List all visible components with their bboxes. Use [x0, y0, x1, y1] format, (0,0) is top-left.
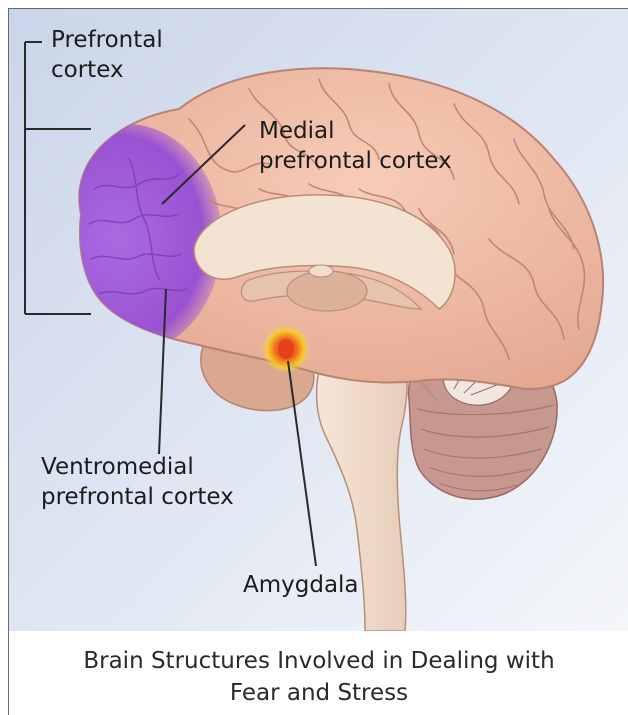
amygdala-label: Amygdala — [243, 570, 359, 600]
prefrontal-cortex-label: Prefrontal cortex — [51, 25, 163, 85]
medial-prefrontal-cortex-label: Medial prefrontal cortex — [259, 116, 452, 176]
amygdala-marker — [262, 325, 310, 373]
prefrontal-cortex-label-line1: Prefrontal — [51, 25, 163, 55]
brain-illustration — [9, 9, 628, 631]
caption-area: Brain Structures Involved in Dealing wit… — [8, 630, 628, 715]
caption-line1: Brain Structures Involved in Dealing wit… — [9, 646, 628, 676]
medial-label-line2: prefrontal cortex — [259, 146, 452, 176]
ventromedial-prefrontal-cortex-label: Ventromedial prefrontal cortex — [41, 452, 234, 512]
ventromedial-label-line2: prefrontal cortex — [41, 482, 234, 512]
figure-panel: Prefrontal cortex Medial prefrontal cort… — [8, 8, 628, 631]
medial-label-line1: Medial — [259, 116, 452, 146]
ventromedial-label-line1: Ventromedial — [41, 452, 234, 482]
caption-line2: Fear and Stress — [9, 678, 628, 708]
prefrontal-cortex-label-line2: cortex — [51, 55, 163, 85]
